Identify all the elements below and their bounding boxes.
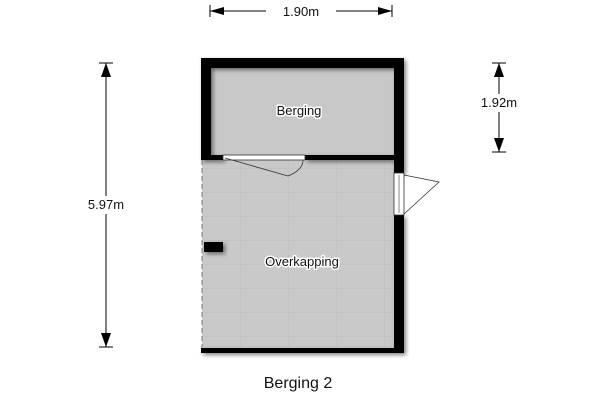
- dimension-berging-depth-label: 1.92m: [481, 95, 517, 110]
- plan-title: Berging 2: [264, 375, 333, 392]
- door-exterior[interactable]: [393, 172, 440, 216]
- walls: [201, 58, 404, 353]
- dimension-width-label: 1.90m: [283, 4, 319, 19]
- dimension-total-depth: 5.97m: [74, 62, 140, 348]
- overkapping-floor: [202, 160, 394, 348]
- berging-floor: [211, 68, 394, 155]
- dimension-berging-depth: 1.92m: [466, 62, 532, 153]
- column: [204, 242, 223, 252]
- door-berging[interactable]: [222, 154, 306, 177]
- room-label-overkapping: Overkapping: [265, 254, 339, 269]
- dimension-width: 1.90m: [209, 3, 393, 19]
- room-label-berging: Berging: [277, 103, 322, 118]
- dimension-total-depth-label: 5.97m: [88, 197, 124, 212]
